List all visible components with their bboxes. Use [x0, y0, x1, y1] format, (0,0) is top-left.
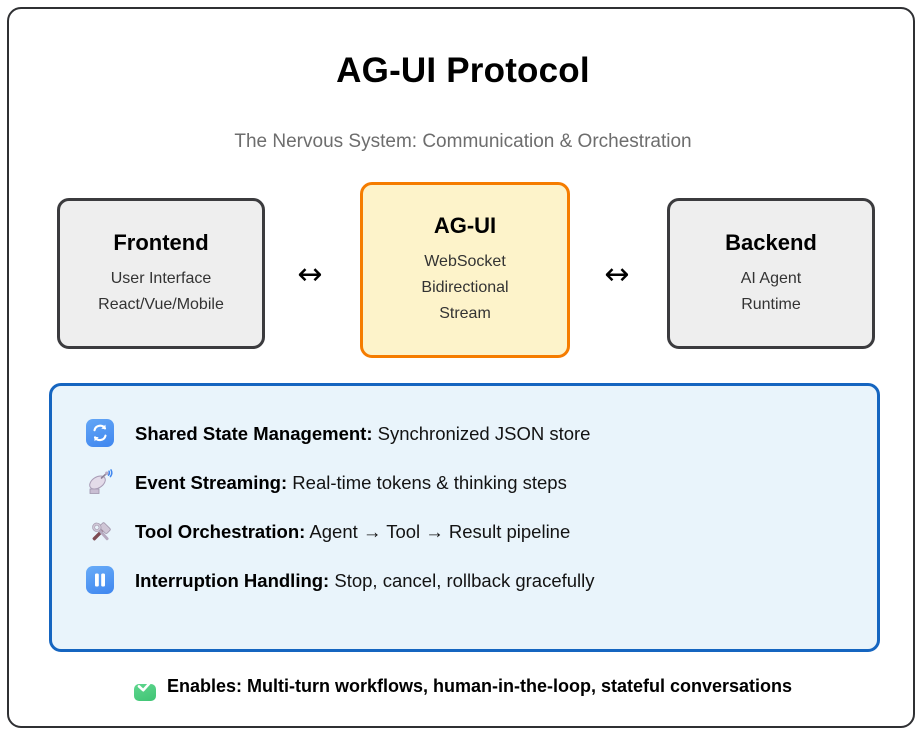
capabilities-panel: Shared State Management: Synchronized JS…	[49, 383, 880, 652]
feature-row-tool-orchestration: Tool Orchestration: Agent → Tool → Resul…	[86, 508, 877, 556]
feature-desc-shared-state: Synchronized JSON store	[372, 423, 591, 444]
node-ag-ui: AG-UI WebSocket Bidirectional Stream	[360, 182, 570, 358]
feature-label-tool-orchestration: Tool Orchestration:	[135, 521, 306, 542]
node-backend: Backend AI Agent Runtime	[667, 198, 875, 349]
feature-label-shared-state: Shared State Management:	[135, 423, 373, 444]
feature-desc-interruption-handling: Stop, cancel, rollback gracefully	[329, 570, 595, 591]
bidirectional-arrow-left: ↔	[297, 257, 323, 292]
feature-text-tool-orchestration: Tool Orchestration: Agent → Tool → Resul…	[135, 521, 570, 543]
node-ag-ui-line-3: Stream	[439, 304, 491, 322]
node-frontend-line-2: React/Vue/Mobile	[98, 295, 224, 313]
sync-icon	[86, 419, 116, 449]
feature-text-interruption-handling: Interruption Handling: Stop, cancel, rol…	[135, 570, 595, 592]
node-backend-title: Backend	[725, 229, 817, 255]
feature-row-shared-state: Shared State Management: Synchronized JS…	[86, 410, 877, 458]
feature-text-event-streaming: Event Streaming: Real-time tokens & thin…	[135, 472, 567, 494]
node-frontend: Frontend User Interface React/Vue/Mobile	[57, 198, 265, 349]
node-frontend-title: Frontend	[113, 229, 209, 255]
node-ag-ui-line-1: WebSocket	[424, 253, 506, 271]
check-mark-button-icon	[133, 675, 156, 701]
bidirectional-arrow-right: ↔	[604, 257, 630, 292]
feature-desc-tool-orchestration: Agent → Tool → Result pipeline	[305, 521, 571, 542]
feature-row-interruption-handling: Interruption Handling: Stop, cancel, rol…	[86, 557, 877, 605]
footer-text: Enables: Multi-turn workflows, human-in-…	[166, 675, 793, 696]
diagram-frame: AG-UI Protocol The Nervous System: Commu…	[7, 7, 915, 728]
node-ag-ui-title: AG-UI	[433, 213, 497, 239]
node-backend-line-2: Runtime	[741, 295, 801, 313]
feature-label-interruption-handling: Interruption Handling:	[135, 570, 330, 591]
footer-note: Enables: Multi-turn workflows, human-in-…	[9, 675, 917, 701]
node-backend-line-1: AI Agent	[740, 269, 802, 287]
feature-desc-event-streaming: Real-time tokens & thinking steps	[287, 472, 567, 493]
pause-icon	[86, 566, 116, 596]
feature-row-event-streaming: Event Streaming: Real-time tokens & thin…	[86, 459, 877, 507]
node-ag-ui-line-2: Bidirectional	[421, 279, 509, 297]
architecture-flow-row: Frontend User Interface React/Vue/Mobile…	[9, 182, 917, 372]
node-frontend-line-1: User Interface	[110, 269, 212, 287]
page-title: AG-UI Protocol	[336, 51, 590, 90]
hammer-and-wrench-icon	[86, 517, 116, 547]
feature-label-event-streaming: Event Streaming:	[135, 472, 288, 493]
satellite-dish-icon	[86, 468, 116, 498]
feature-text-shared-state: Shared State Management: Synchronized JS…	[135, 423, 590, 445]
page-subtitle: The Nervous System: Communication & Orch…	[234, 131, 692, 152]
